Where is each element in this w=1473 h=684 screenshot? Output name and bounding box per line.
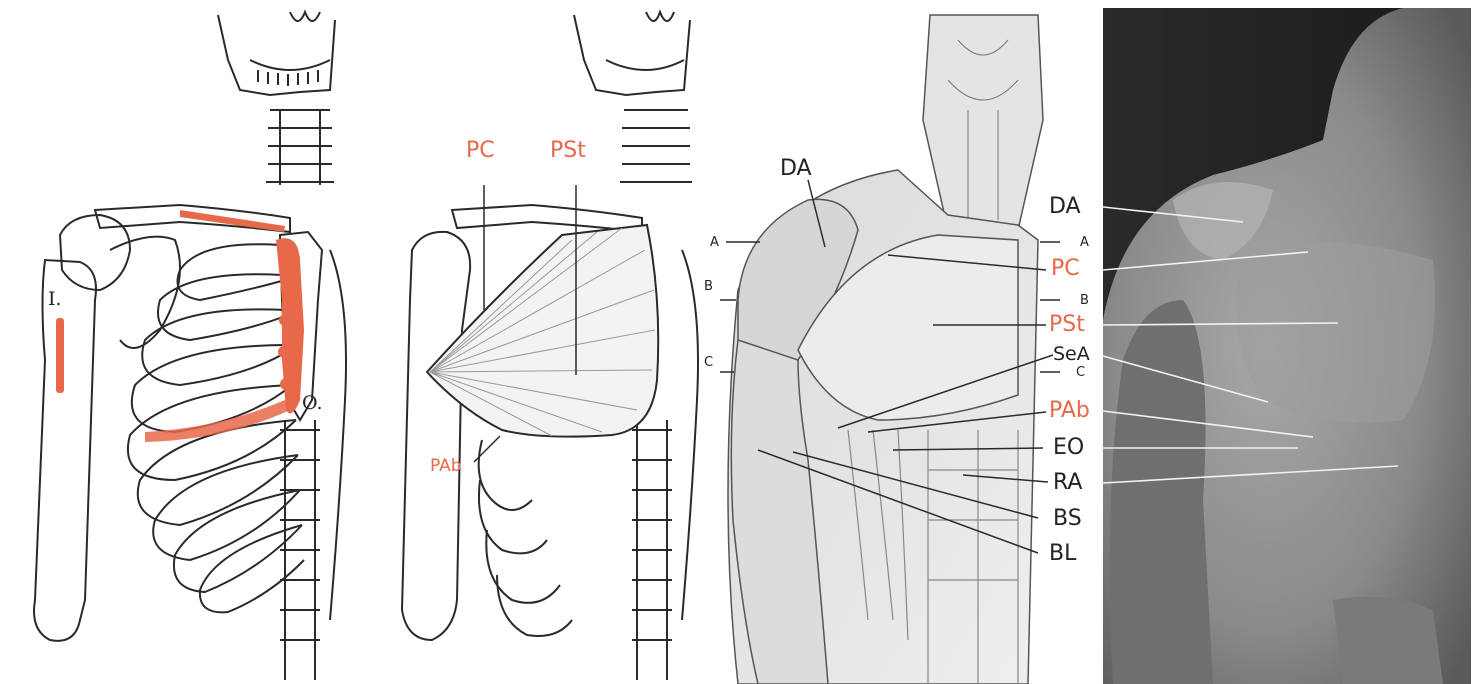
mandible-shape bbox=[218, 15, 335, 95]
panel-skeleton-origin-insertion: I. O. bbox=[0, 0, 360, 684]
humerus-shape bbox=[34, 260, 96, 641]
arm-bone-shape bbox=[402, 232, 470, 640]
label-da-4: DA bbox=[1049, 196, 1081, 218]
clavicle-origin-mark bbox=[180, 210, 285, 232]
skeleton-drawing-1 bbox=[0, 0, 360, 684]
label-pst-4: PSt bbox=[1049, 314, 1085, 336]
origin-label: O. bbox=[302, 392, 323, 414]
muscle-drawing bbox=[698, 0, 1102, 684]
level-b-right: B bbox=[1080, 294, 1089, 307]
level-c-right: C bbox=[1076, 366, 1085, 379]
label-pc-4: PC bbox=[1051, 258, 1080, 280]
level-a-right: A bbox=[1080, 236, 1089, 249]
label-ra-4: RA bbox=[1053, 472, 1082, 494]
abdominal-origin-mark bbox=[145, 400, 290, 442]
label-pc-2: PC bbox=[466, 140, 495, 162]
level-c-left: C bbox=[704, 356, 713, 369]
level-a-left: A bbox=[710, 236, 719, 249]
label-eo-4: EO bbox=[1053, 437, 1084, 459]
label-pab-2: PAb bbox=[430, 455, 462, 477]
level-b-left: B bbox=[704, 280, 713, 293]
label-sea-4: SeA bbox=[1053, 343, 1090, 365]
label-bl-4: BL bbox=[1049, 543, 1076, 565]
panel-pectoralis-on-skeleton: PC PSt PAb bbox=[362, 0, 712, 684]
panel-muscle-illustration: DA A B C A B C bbox=[698, 0, 1102, 684]
label-da-3: DA bbox=[780, 158, 812, 180]
insertion-mark bbox=[56, 318, 64, 393]
panel-photo: DA PC PSt SeA PAb EO RA BS BL bbox=[1103, 0, 1473, 684]
photo-leader-lines bbox=[1103, 0, 1473, 684]
skeleton-drawing-2 bbox=[362, 0, 712, 684]
label-pab-4: PAb bbox=[1049, 400, 1090, 422]
label-bs-4: BS bbox=[1053, 508, 1082, 530]
label-pst-2: PSt bbox=[550, 140, 586, 162]
insertion-label: I. bbox=[48, 288, 62, 310]
neck-shape bbox=[923, 15, 1043, 230]
